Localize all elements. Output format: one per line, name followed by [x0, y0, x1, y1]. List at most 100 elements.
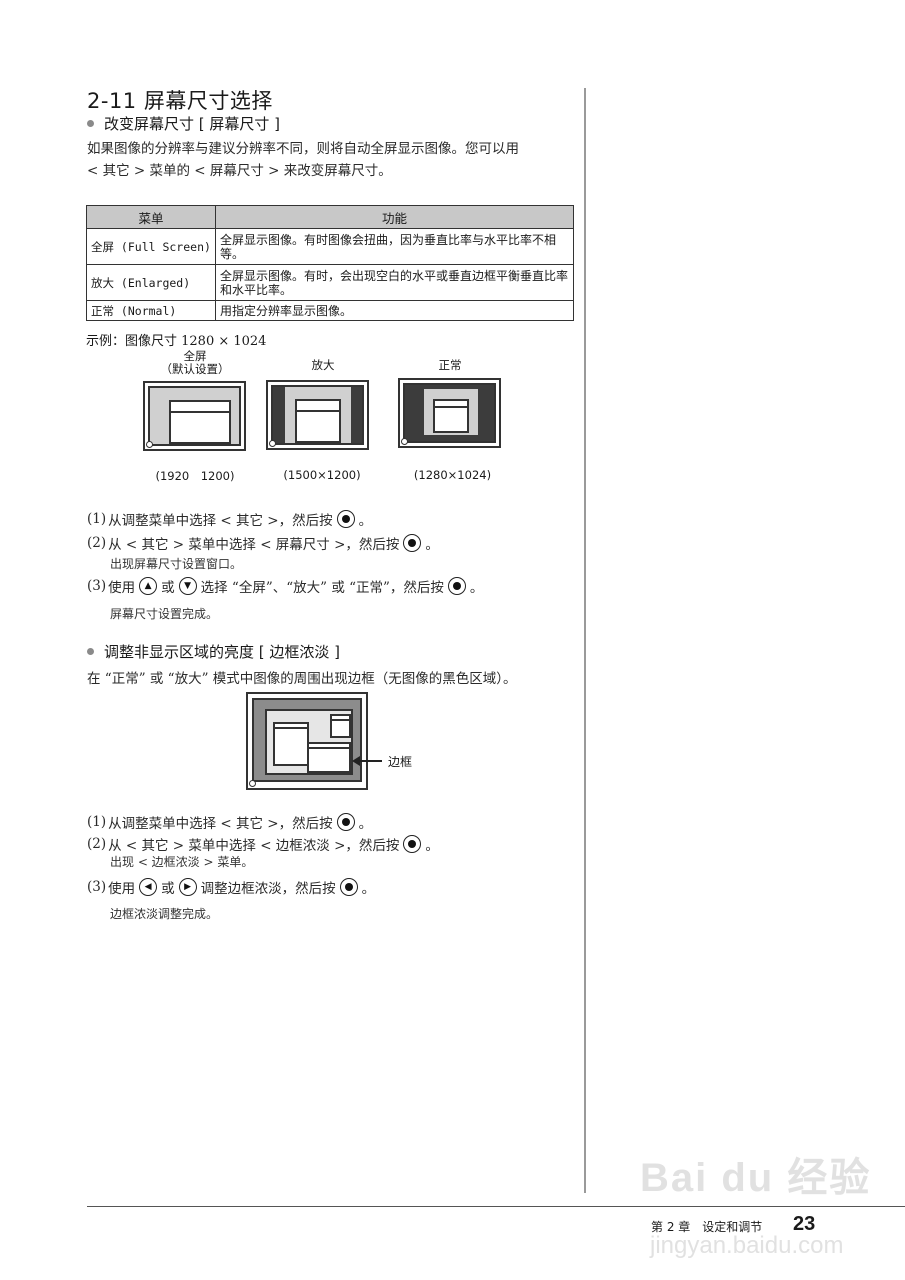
- monitor-fullscreen-diagram: [143, 381, 246, 451]
- page-number: 23: [793, 1213, 816, 1235]
- left-button-icon: ◀: [139, 878, 158, 896]
- figure-caption-fullscreen: (1920 1200): [155, 469, 235, 483]
- step-text-end: 。: [425, 537, 439, 553]
- power-led-icon: [249, 780, 256, 787]
- enter-button-icon: [403, 835, 422, 853]
- section2-step-3-note: 边框浓淡调整完成。: [110, 907, 219, 921]
- screen-area: [148, 386, 241, 446]
- enter-button-icon: [336, 813, 355, 831]
- table-cell-menu: 全屏 (Full Screen): [86, 228, 216, 265]
- table-row: 全屏 (Full Screen) 全屏显示图像。有时图像会扭曲，因为垂直比率与水…: [86, 228, 575, 265]
- table-header-function: 功能: [214, 205, 575, 229]
- table-cell-function: 全屏显示图像。有时，会出现空白的水平或垂直边框平衡垂直比率和水平比率。: [214, 264, 575, 301]
- table-header-menu: 菜单: [86, 205, 216, 229]
- intro-line-2: < 其它 > 菜单的 < 屏幕尺寸 > 来改变屏幕尺寸。: [87, 163, 392, 179]
- step-text-end: 。: [358, 513, 373, 529]
- table-header-row: 菜单 功能: [86, 205, 575, 229]
- window-shape: [295, 399, 341, 443]
- window-shape: [330, 714, 351, 738]
- section2-step-3: (3) 使用 ◀ 或 ▶ 调整边框浓淡，然后按 。: [87, 877, 375, 897]
- down-button-icon: ▼: [178, 577, 197, 595]
- section2-step-1: (1) 从调整菜单中选择 < 其它 >，然后按 。: [87, 812, 372, 832]
- example-label: 示例：图像尺寸 1280 × 1024: [86, 334, 267, 349]
- section2-intro: 在 “正常” 或 “放大” 模式中图像的周围出现边框（无图像的黑色区域）。: [87, 671, 517, 687]
- step-text: 从调整菜单中选择 < 其它 >，然后按: [108, 816, 333, 832]
- section2-step-2-note: 出现 < 边框浓淡 > 菜单。: [110, 855, 254, 869]
- column-divider: [584, 88, 586, 1193]
- section-heading-text: 调整非显示区域的亮度 [ 边框浓淡 ]: [104, 643, 341, 661]
- step-number: (1): [87, 814, 107, 830]
- bullet-icon: [87, 120, 94, 127]
- section1-step-3: (3) 使用 ▲ 或 ▼ 选择 “全屏”、“放大” 或 “正常”，然后按 。: [87, 576, 483, 596]
- footer-rule: [87, 1206, 905, 1207]
- table-cell-menu: 放大 (Enlarged): [86, 264, 216, 301]
- step-text: 选择 “全屏”、“放大” 或 “正常”，然后按: [200, 580, 444, 596]
- step-text: 从调整菜单中选择 < 其它 >，然后按: [108, 513, 333, 529]
- step-number: (2): [87, 836, 107, 852]
- bullet-icon: [87, 648, 94, 655]
- table-row: 放大 (Enlarged) 全屏显示图像。有时，会出现空白的水平或垂直边框平衡垂…: [86, 264, 575, 301]
- figure-label-line2: （默认设置）: [160, 362, 230, 376]
- screen-size-table: 菜单 功能 全屏 (Full Screen) 全屏显示图像。有时图像会扭曲，因为…: [86, 205, 575, 321]
- section-heading-border-intensity: 调整非显示区域的亮度 [ 边框浓淡 ]: [87, 641, 340, 662]
- monitor-normal-diagram: [398, 378, 501, 448]
- table-row: 正常 (Normal) 用指定分辨率显示图像。: [86, 300, 575, 321]
- callout-label-border: 边框: [388, 755, 413, 769]
- screen-area: [403, 383, 496, 443]
- intro-line-1: 如果图像的分辨率与建议分辨率不同，则将自动全屏显示图像。您可以用: [87, 141, 519, 157]
- section-heading-text: 改变屏幕尺寸 [ 屏幕尺寸 ]: [104, 115, 281, 133]
- right-button-icon: ▶: [178, 878, 197, 896]
- power-led-icon: [269, 440, 276, 447]
- section-heading-screen-size: 改变屏幕尺寸 [ 屏幕尺寸 ]: [87, 113, 280, 134]
- window-shape: [273, 722, 309, 766]
- window-shape: [433, 399, 469, 433]
- step-text: 使用: [108, 881, 136, 897]
- monitor-enlarged-diagram: [266, 380, 369, 450]
- section1-step-2: (2) 从 < 其它 > 菜单中选择 < 屏幕尺寸 >，然后按 。: [87, 533, 439, 553]
- callout-arrow-line: [354, 760, 382, 762]
- page-title: 2-11 屏幕尺寸选择: [87, 89, 273, 113]
- figure-label-fullscreen: 全屏 （默认设置）: [155, 350, 235, 376]
- step-number: (3): [87, 578, 107, 594]
- table-cell-function: 全屏显示图像。有时图像会扭曲，因为垂直比率与水平比率不相等。: [214, 228, 575, 265]
- section1-step-2-note: 出现屏幕尺寸设置窗口。: [110, 557, 243, 571]
- figure-label-line1: 全屏: [183, 349, 207, 363]
- power-led-icon: [401, 438, 408, 445]
- enter-button-icon: [336, 510, 355, 528]
- step-number: (2): [87, 535, 107, 551]
- enter-button-icon: [447, 577, 466, 595]
- footer-chapter: 第 2 章 设定和调节: [651, 1220, 763, 1234]
- step-text: 使用: [108, 580, 136, 596]
- step-text-end: 。: [469, 580, 484, 596]
- step-text: 从 < 其它 > 菜单中选择 < 屏幕尺寸 >，然后按: [108, 537, 400, 553]
- figure-caption-enlarged: (1500×1200): [283, 468, 361, 482]
- step-text-end: 。: [358, 816, 373, 832]
- figure-label-normal: 正常: [438, 358, 462, 372]
- window-shape: [169, 400, 231, 444]
- enter-button-icon: [339, 878, 358, 896]
- section2-step-2: (2) 从 < 其它 > 菜单中选择 < 边框浓淡 >，然后按 。: [87, 834, 439, 854]
- baidu-watermark: Bai du 经验: [640, 1156, 872, 1200]
- window-shape: [307, 742, 351, 773]
- step-text-end: 。: [425, 838, 439, 854]
- step-text: 调整边框浓淡，然后按: [200, 881, 336, 897]
- step-text-or: 或: [161, 881, 175, 897]
- step-text: 从 < 其它 > 菜单中选择 < 边框浓淡 >，然后按: [108, 838, 400, 854]
- step-text-or: 或: [161, 580, 175, 596]
- power-led-icon: [146, 441, 153, 448]
- table-cell-function: 用指定分辨率显示图像。: [214, 300, 575, 321]
- baidu-watermark-url: jingyan.baidu.com: [650, 1232, 844, 1259]
- up-button-icon: ▲: [139, 577, 158, 595]
- step-number: (3): [87, 879, 107, 895]
- table-cell-menu: 正常 (Normal): [86, 300, 216, 321]
- border-area: [252, 698, 362, 782]
- section1-step-3-note: 屏幕尺寸设置完成。: [110, 607, 219, 621]
- step-text-end: 。: [361, 881, 376, 897]
- section1-step-1: (1) 从调整菜单中选择 < 其它 >，然后按 。: [87, 509, 372, 529]
- callout-arrow-icon: [352, 756, 360, 766]
- figure-label-enlarged: 放大: [311, 358, 335, 372]
- screen-area: [271, 385, 364, 445]
- enter-button-icon: [403, 534, 422, 552]
- monitor-border-diagram: [246, 692, 368, 790]
- figure-caption-normal: (1280×1024): [413, 468, 492, 482]
